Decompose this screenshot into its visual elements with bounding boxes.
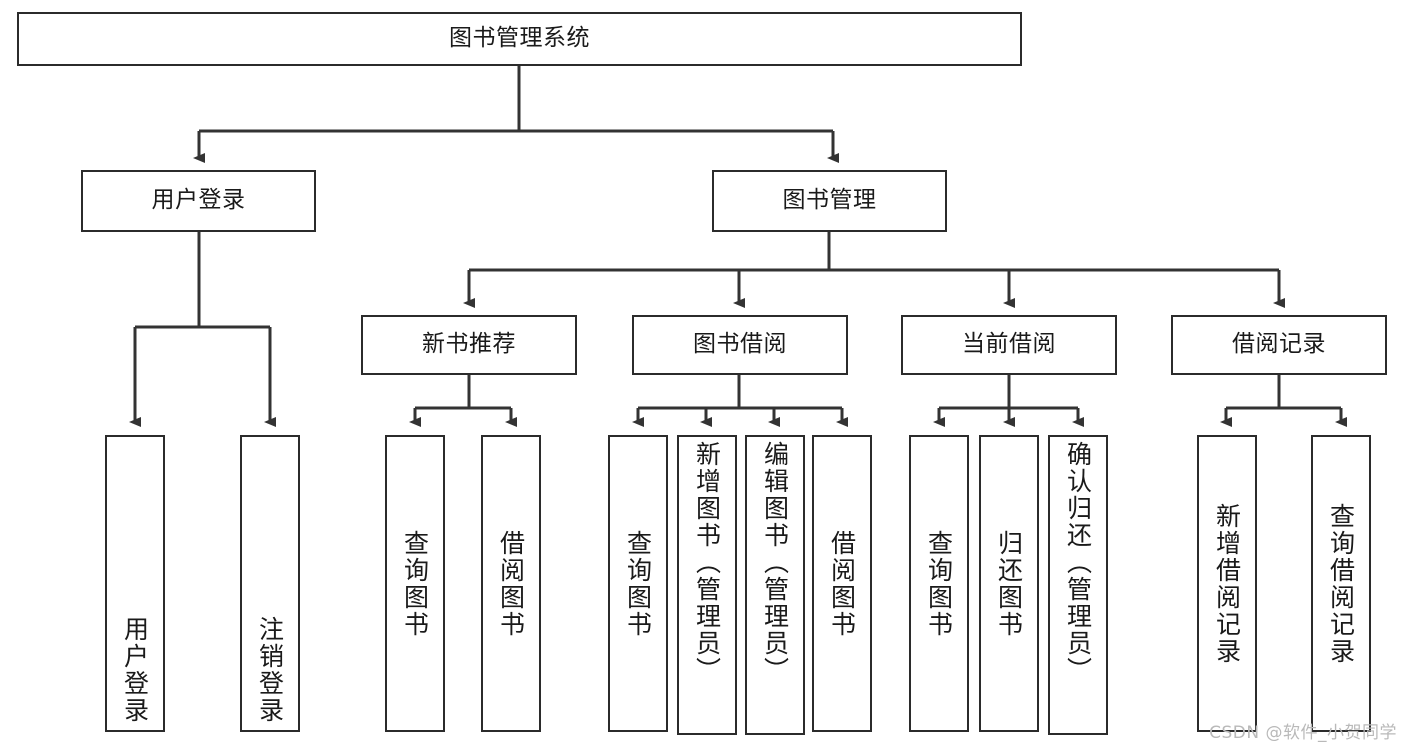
node-label: 归还图书 [994,529,1024,638]
node-label: 图书借阅 [693,331,787,358]
node-leaf-query-book-current[interactable]: 查询图书 [909,435,969,732]
node-label: 借阅图书 [827,529,857,638]
node-current-borrow[interactable]: 当前借阅 [901,315,1117,375]
node-leaf-query-borrow-record[interactable]: 查询借阅记录 [1311,435,1371,732]
node-label: 查询图书 [924,529,954,638]
node-label: 当前借阅 [962,331,1056,358]
node-label: 新增图书（管理员） [692,441,722,684]
node-label: 确认归还（管理员） [1063,441,1093,684]
node-leaf-return-book[interactable]: 归还图书 [979,435,1039,732]
node-leaf-add-borrow-record[interactable]: 新增借阅记录 [1197,435,1257,732]
node-label: 图书管理系统 [449,25,590,52]
node-leaf-confirm-return-admin[interactable]: 确认归还（管理员） [1048,435,1108,735]
node-leaf-query-book-recommend[interactable]: 查询图书 [385,435,445,732]
node-borrow-record[interactable]: 借阅记录 [1171,315,1387,375]
node-root-system[interactable]: 图书管理系统 [17,12,1022,66]
node-leaf-borrow-book[interactable]: 借阅图书 [812,435,872,732]
node-leaf-query-book-borrow[interactable]: 查询图书 [608,435,668,732]
node-label: 用户登录 [120,616,150,724]
node-label: 查询图书 [400,529,430,638]
node-label: 图书管理 [782,187,877,214]
node-label: 借阅记录 [1232,331,1326,358]
node-user-login[interactable]: 用户登录 [81,170,316,232]
node-leaf-user-login[interactable]: 用户登录 [105,435,165,732]
node-label: 新书推荐 [422,331,516,358]
node-leaf-borrow-book-recommend[interactable]: 借阅图书 [481,435,541,732]
node-leaf-user-logout[interactable]: 注销登录 [240,435,300,732]
csdn-watermark: CSDN @软件_小贺同学 [1209,723,1397,743]
node-label: 新增借阅记录 [1212,502,1242,665]
node-book-management[interactable]: 图书管理 [712,170,947,232]
node-label: 注销登录 [255,616,285,724]
node-label: 用户登录 [151,187,246,214]
node-label: 编辑图书（管理员） [760,441,790,684]
node-new-book-recommend[interactable]: 新书推荐 [361,315,577,375]
node-label: 查询借阅记录 [1326,502,1356,665]
node-label: 查询图书 [623,529,653,638]
node-leaf-add-book-admin[interactable]: 新增图书（管理员） [677,435,737,735]
node-leaf-edit-book-admin[interactable]: 编辑图书（管理员） [745,435,805,735]
node-label: 借阅图书 [496,529,526,638]
node-book-borrow[interactable]: 图书借阅 [632,315,848,375]
